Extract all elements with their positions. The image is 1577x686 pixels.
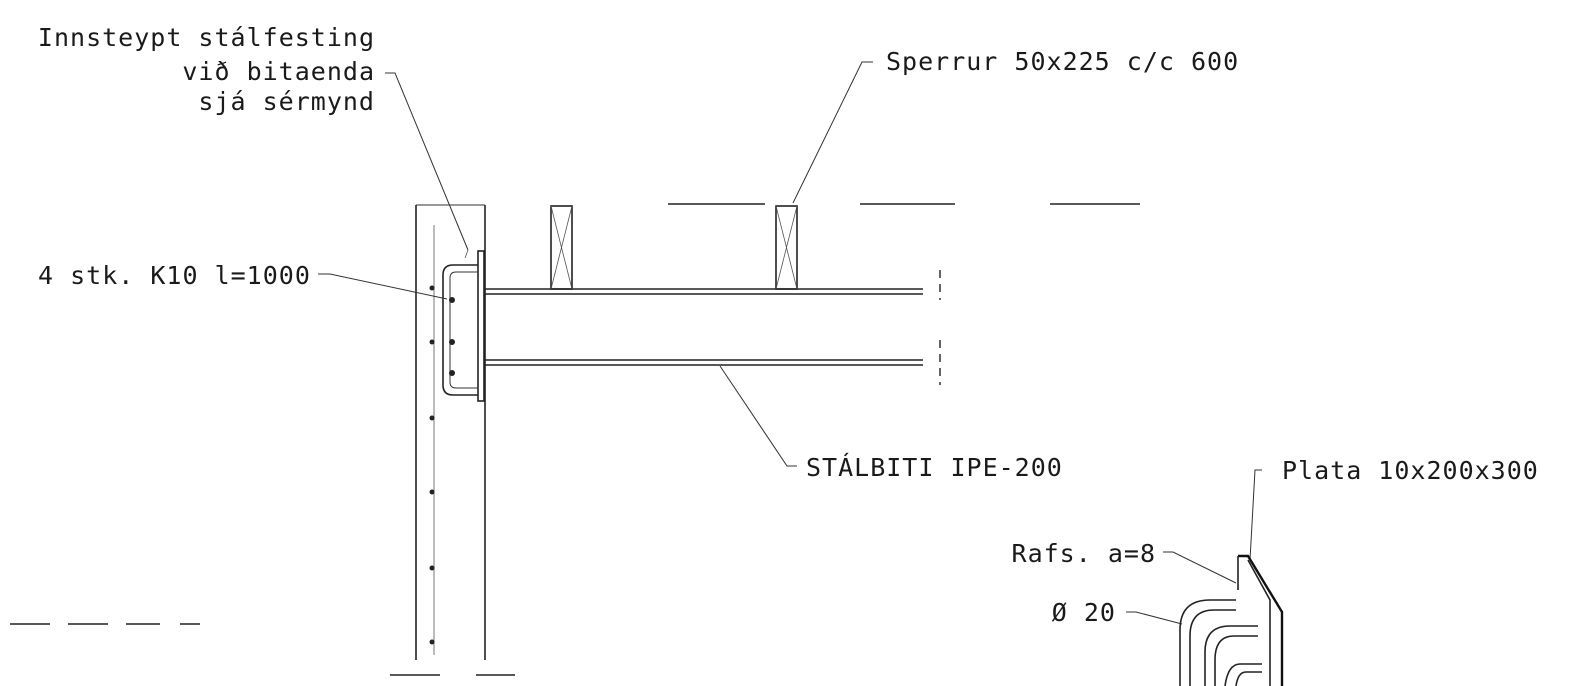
rafter-section-1 xyxy=(550,205,573,290)
label-rebar: 4 stk. K10 l=1000 xyxy=(38,261,311,290)
rafter-section-2 xyxy=(775,205,798,290)
anchor-detail-inset xyxy=(1179,554,1284,686)
label-beam: STÁLBITI IPE-200 xyxy=(806,453,1063,482)
label-plate: Plata 10x200x300 xyxy=(1282,456,1539,485)
label-weld: Rafs. a=8 xyxy=(1012,539,1156,568)
label-anchor-line1: Innsteypt stálfesting xyxy=(38,23,375,52)
rebar-dots xyxy=(429,285,435,645)
embedded-steel-anchor xyxy=(442,249,485,402)
label-bar-diameter: Ø 20 xyxy=(1052,598,1116,627)
label-rafters: Sperrur 50x225 c/c 600 xyxy=(886,47,1239,76)
steel-beam-ipe200 xyxy=(485,270,941,385)
label-anchor-line2: við bitaenda xyxy=(182,57,375,86)
leader-lines xyxy=(318,61,1262,625)
concrete-wall xyxy=(390,204,515,676)
label-anchor-line3: sjá sérmynd xyxy=(198,87,375,116)
